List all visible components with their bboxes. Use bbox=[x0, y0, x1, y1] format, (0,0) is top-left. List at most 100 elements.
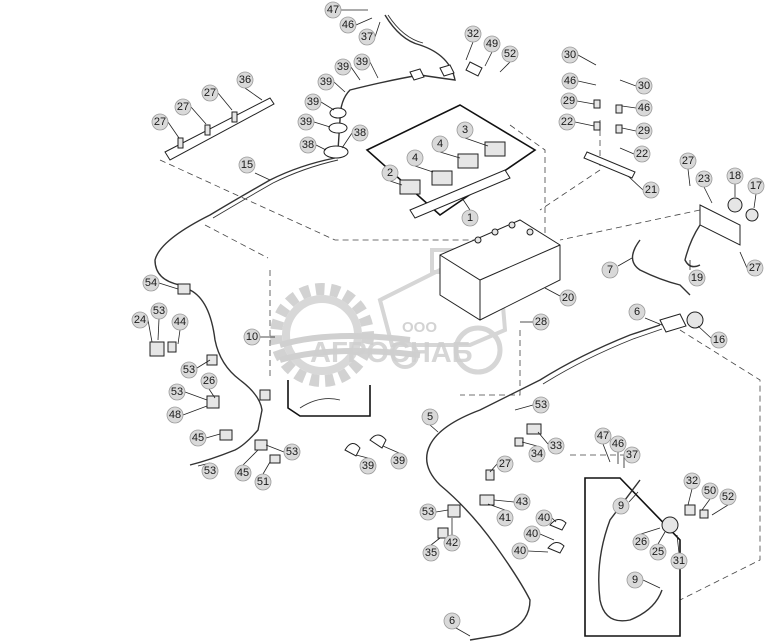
svg-text:22: 22 bbox=[561, 116, 573, 128]
callout-42: 42 bbox=[443, 518, 461, 552]
svg-text:46: 46 bbox=[638, 102, 650, 114]
svg-text:53: 53 bbox=[153, 305, 165, 317]
callout-15: 15 bbox=[238, 156, 271, 181]
callout-39-g: 39 bbox=[382, 445, 408, 470]
left-clamps bbox=[149, 283, 281, 464]
svg-text:18: 18 bbox=[729, 170, 741, 182]
callout-43: 43 bbox=[493, 493, 531, 511]
fuse-box-frame bbox=[365, 104, 537, 219]
svg-text:27: 27 bbox=[154, 116, 166, 128]
svg-text:52: 52 bbox=[722, 491, 734, 503]
svg-text:38: 38 bbox=[354, 127, 366, 139]
disconnect-switch-bracket bbox=[684, 197, 759, 268]
battery-20 bbox=[439, 219, 561, 321]
svg-text:53: 53 bbox=[422, 506, 434, 518]
callout-27-f: 27 bbox=[489, 455, 514, 473]
callout-46: 46 bbox=[339, 16, 373, 34]
svg-text:53: 53 bbox=[183, 364, 195, 376]
svg-text:24: 24 bbox=[134, 314, 146, 326]
callout-48: 48 bbox=[166, 405, 208, 424]
svg-text:17: 17 bbox=[750, 180, 762, 192]
callout-21: 21 bbox=[627, 175, 660, 199]
middle-clamps bbox=[437, 423, 567, 554]
callout-46-left: 46 bbox=[561, 72, 597, 90]
svg-text:39: 39 bbox=[307, 96, 319, 108]
callout-50: 50 bbox=[701, 482, 719, 511]
callout-46-bottom: 46 bbox=[609, 435, 627, 464]
callout-38-left: 38 bbox=[299, 136, 327, 154]
assembly-dashed-lines bbox=[159, 120, 761, 601]
svg-text:45: 45 bbox=[237, 467, 249, 479]
svg-text:16: 16 bbox=[713, 334, 725, 346]
watermark-prefix: ООО bbox=[402, 319, 437, 336]
callout-2: 2 bbox=[381, 164, 403, 186]
svg-text:53: 53 bbox=[286, 446, 298, 458]
svg-text:40: 40 bbox=[514, 545, 526, 557]
callout-25: 25 bbox=[649, 531, 667, 561]
clips-39 bbox=[344, 434, 387, 457]
svg-text:45: 45 bbox=[192, 432, 204, 444]
svg-text:39: 39 bbox=[320, 76, 332, 88]
svg-text:23: 23 bbox=[698, 173, 710, 185]
callout-39-f: 39 bbox=[355, 454, 377, 475]
callout-9-top: 9 bbox=[612, 491, 639, 515]
svg-text:32: 32 bbox=[686, 475, 698, 487]
callout-20: 20 bbox=[544, 287, 577, 307]
svg-text:6: 6 bbox=[634, 306, 640, 318]
callout-33: 33 bbox=[537, 431, 565, 455]
svg-text:37: 37 bbox=[626, 449, 638, 461]
svg-text:46: 46 bbox=[612, 438, 624, 450]
svg-text:53: 53 bbox=[171, 386, 183, 398]
callout-37: 37 bbox=[358, 21, 381, 46]
svg-text:53: 53 bbox=[204, 465, 216, 477]
svg-text:27: 27 bbox=[682, 155, 694, 167]
callout-26-bottom: 26 bbox=[632, 527, 661, 551]
svg-text:22: 22 bbox=[636, 148, 648, 160]
callout-39-b: 39 bbox=[353, 53, 379, 79]
callout-53-c: 53 bbox=[168, 383, 208, 401]
svg-text:39: 39 bbox=[356, 56, 368, 68]
svg-text:19: 19 bbox=[691, 272, 703, 284]
svg-text:32: 32 bbox=[467, 28, 479, 40]
callout-16: 16 bbox=[697, 325, 728, 349]
svg-text:9: 9 bbox=[632, 574, 638, 586]
detail-box bbox=[584, 477, 709, 637]
svg-text:4: 4 bbox=[412, 152, 418, 164]
callout-54: 54 bbox=[142, 274, 179, 292]
svg-text:51: 51 bbox=[257, 476, 269, 488]
bracket-21 bbox=[583, 99, 636, 179]
callout-53-a: 53 bbox=[150, 302, 168, 341]
callout-29-right: 29 bbox=[621, 122, 653, 140]
callouts-layer: 47 46 37 32 49 52 30 46 30 29 46 22 29 2… bbox=[131, 1, 765, 637]
svg-text:26: 26 bbox=[203, 375, 215, 387]
svg-text:49: 49 bbox=[486, 38, 498, 50]
callout-17: 17 bbox=[747, 177, 765, 209]
callout-39-e: 39 bbox=[297, 113, 331, 131]
callout-53-d: 53 bbox=[514, 396, 550, 414]
callout-24: 24 bbox=[131, 311, 153, 343]
svg-text:46: 46 bbox=[564, 75, 576, 87]
svg-text:39: 39 bbox=[300, 116, 312, 128]
svg-text:30: 30 bbox=[638, 80, 650, 92]
callout-39-a: 39 bbox=[334, 58, 361, 81]
svg-text:44: 44 bbox=[174, 316, 186, 328]
callout-34: 34 bbox=[521, 441, 546, 463]
callout-18: 18 bbox=[726, 167, 744, 197]
svg-text:27: 27 bbox=[177, 101, 189, 113]
callout-27-a: 27 bbox=[151, 113, 180, 139]
watermark-company-name: АГРОСНАБ bbox=[310, 337, 473, 369]
callout-53-b: 53 bbox=[180, 359, 211, 379]
callout-40-b: 40 bbox=[523, 525, 555, 543]
callout-53-f: 53 bbox=[419, 503, 449, 521]
top-harness bbox=[323, 14, 483, 159]
svg-text:36: 36 bbox=[239, 74, 251, 86]
callout-36: 36 bbox=[236, 71, 263, 101]
svg-text:28: 28 bbox=[535, 316, 547, 328]
svg-text:27: 27 bbox=[499, 458, 511, 470]
svg-text:31: 31 bbox=[673, 555, 685, 567]
callout-39-d: 39 bbox=[304, 93, 335, 111]
callout-27-b: 27 bbox=[174, 98, 207, 125]
svg-text:27: 27 bbox=[204, 87, 216, 99]
callout-10: 10 bbox=[243, 328, 275, 346]
svg-text:46: 46 bbox=[342, 19, 354, 31]
